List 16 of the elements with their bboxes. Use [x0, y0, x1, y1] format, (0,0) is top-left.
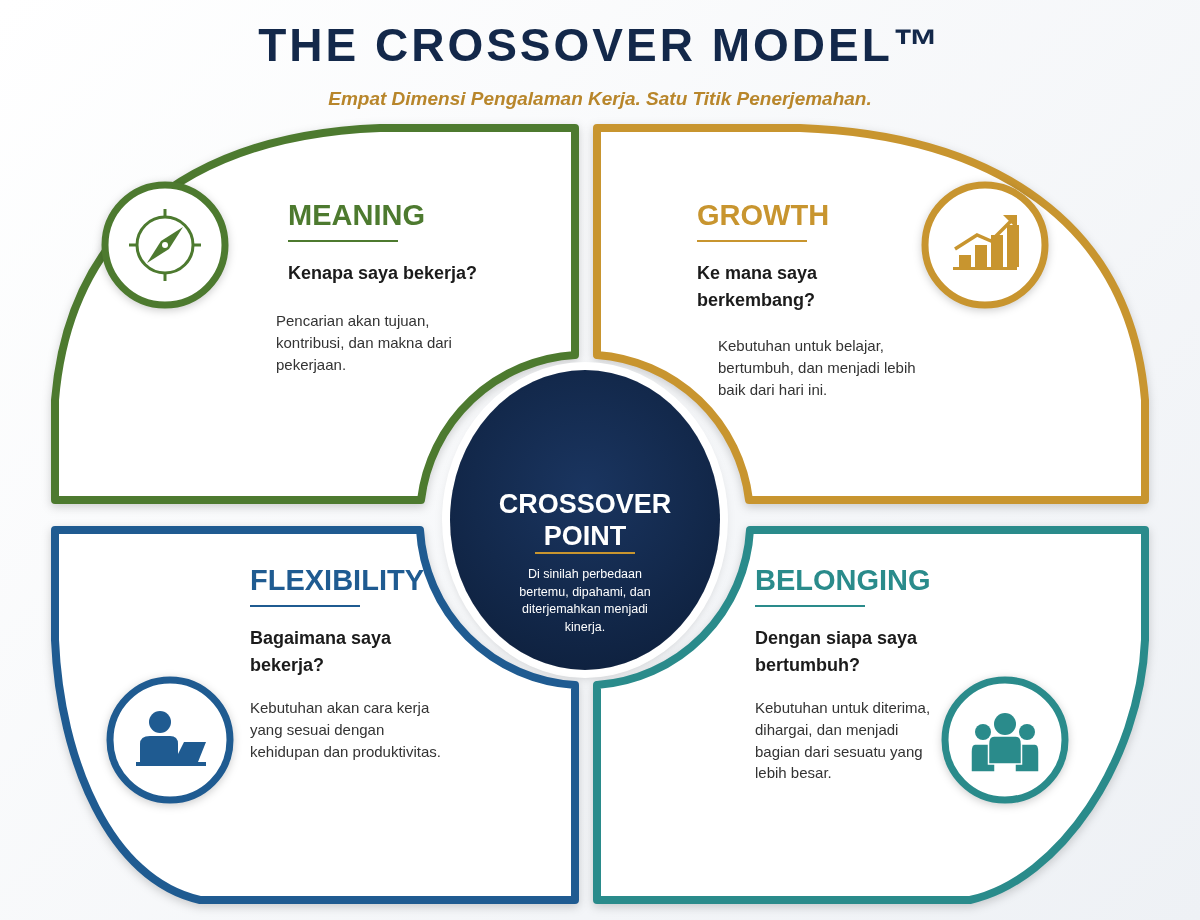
- panel-description: Pencarian akan tujuan, kontribusi, dan makna dari pekerjaan.: [276, 311, 453, 375]
- panel-description: Kebutuhan untuk belajar, bertumbuh, dan menjadi lebih baik dari hari ini.: [718, 336, 917, 400]
- panel-heading: BELONGING: [755, 565, 931, 597]
- center-heading: CROSSOVER POINT: [497, 488, 673, 553]
- panel-description: Kebutuhan untuk diterima, dihargai, dan menjadi bagian dari sesuatu yang lebih besar.: [755, 698, 932, 784]
- panel-description: Kebutuhan akan cara kerja yang sesuai dengan kehidupan dan produktivitas.: [250, 698, 442, 762]
- panel-heading: FLEXIBILITY: [250, 565, 424, 597]
- center-description: Di sinilah perbedaan bertemu, dipahami, dan diterjemahkan menjadi kinerja.: [518, 566, 652, 636]
- panel-question: Ke mana saya berkembang?: [697, 262, 819, 312]
- subtitle: Empat Dimensi Pengalaman Kerja. Satu Titik Penerjemahan.: [327, 88, 873, 110]
- panel-question: Dengan siapa saya bertumbuh?: [755, 627, 919, 677]
- panel-question: Kenapa saya bekerja?: [288, 262, 479, 285]
- title: THE CROSSOVER MODEL™: [257, 18, 943, 72]
- panel-heading: MEANING: [288, 200, 425, 232]
- panel-question: Bagaimana saya bekerja?: [250, 627, 393, 677]
- panel-heading: GROWTH: [697, 200, 830, 232]
